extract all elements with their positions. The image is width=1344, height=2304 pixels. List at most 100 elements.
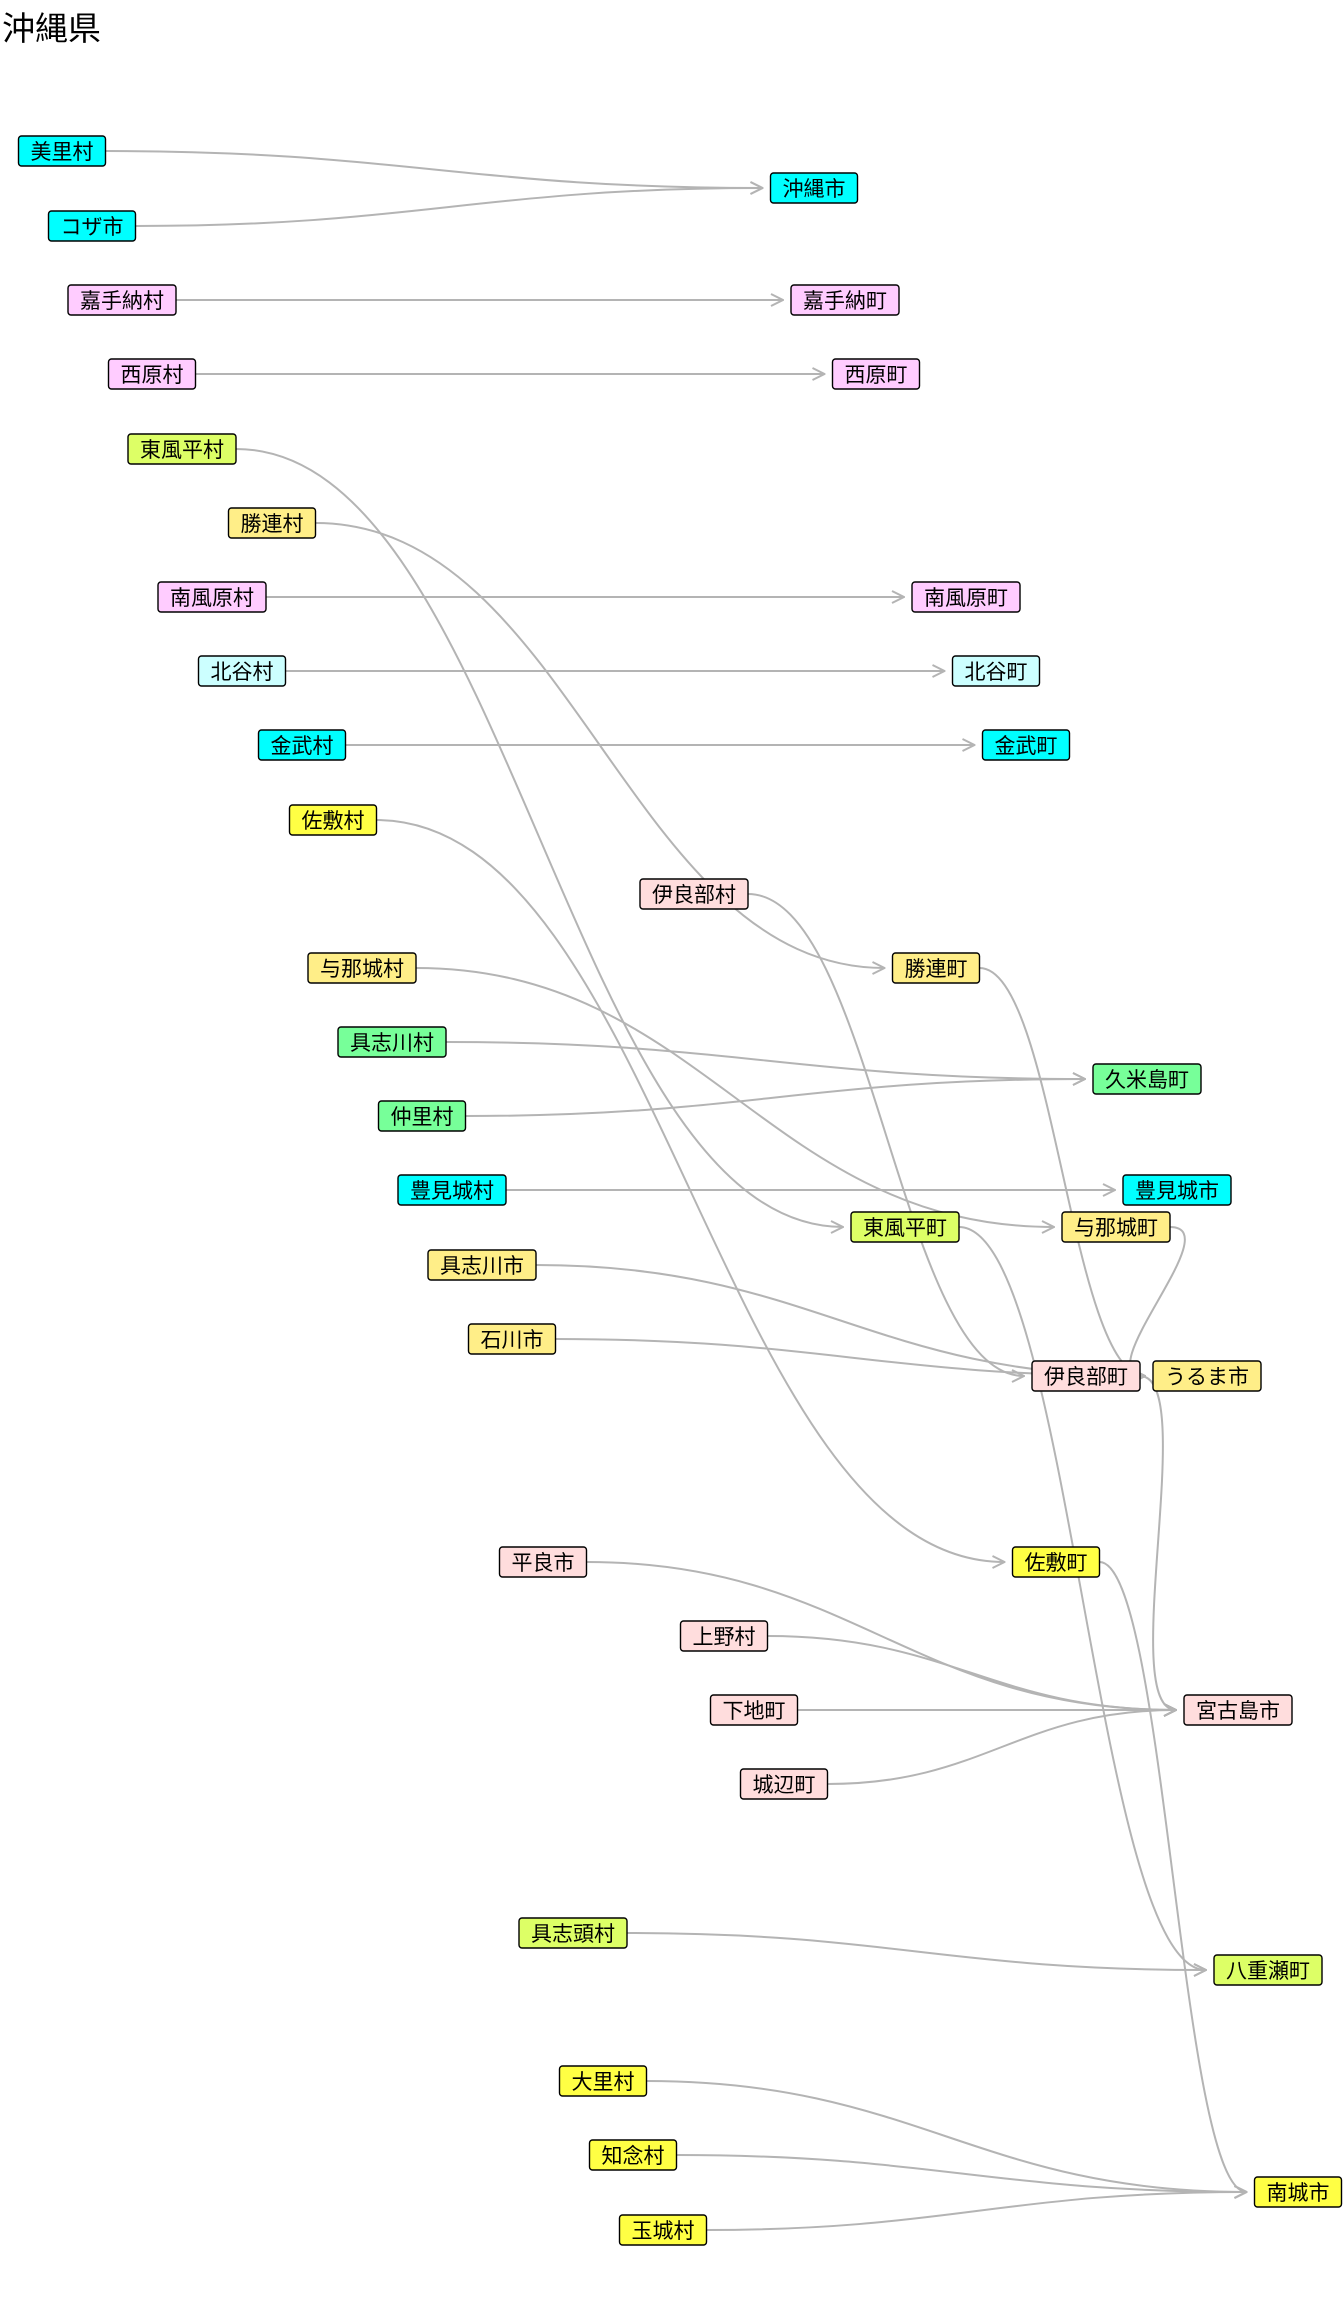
node-kumejima: 久米島町 [1092, 1063, 1202, 1095]
node-katsuren_v: 勝連村 [227, 507, 317, 539]
node-box [850, 1211, 960, 1243]
node-label: 東風平村 [140, 438, 224, 462]
edge-yonashiro_v-to-yonashiro_t [415, 967, 1054, 1227]
node-gushikami: 具志頭村 [518, 1917, 628, 1949]
node-label: 具志川市 [440, 1254, 524, 1278]
node-label: 伊良部町 [1044, 1365, 1128, 1389]
node-box [307, 952, 417, 984]
edge-yonashiro_t-to-uruma [1129, 1226, 1186, 1376]
node-label: 八重瀬町 [1226, 1959, 1310, 1983]
node-box [1092, 1063, 1202, 1095]
node-label: 城辺町 [753, 1773, 816, 1797]
node-box [47, 210, 137, 242]
node-gusukube: 城辺町 [739, 1768, 829, 1800]
node-nishihara_t: 西原町 [831, 358, 921, 390]
node-box [891, 952, 981, 984]
node-label: 与那城村 [320, 957, 404, 981]
node-irabu_t: 伊良部町 [1031, 1360, 1141, 1392]
node-kin_v: 金武村 [257, 729, 347, 761]
node-tomigusuku_v: 豊見城村 [397, 1174, 507, 1206]
node-label: 伊良部村 [652, 883, 736, 907]
node-box [377, 1100, 467, 1132]
node-box [518, 1917, 628, 1949]
node-box [831, 358, 921, 390]
edge-irabu_t-to-miyakojima [1139, 1375, 1176, 1710]
node-box [709, 1694, 799, 1726]
node-label: 勝連町 [905, 957, 968, 981]
node-label: 具志川村 [350, 1031, 434, 1055]
node-chatan_t: 北谷町 [951, 655, 1041, 687]
node-box [17, 135, 107, 167]
node-kadena_v: 嘉手納村 [67, 284, 177, 316]
node-label: うるま市 [1165, 1365, 1249, 1389]
edge-sashiki_t-to-nanjo [1099, 1561, 1247, 2192]
node-box [790, 284, 900, 316]
node-ueno: 上野村 [679, 1620, 769, 1652]
node-yaese: 八重瀬町 [1213, 1954, 1323, 1986]
edge-ueno-to-miyakojima [767, 1635, 1177, 1710]
node-box [467, 1323, 557, 1355]
node-label: 下地町 [723, 1699, 786, 1723]
edge-koza-to-okinawa [135, 188, 763, 227]
node-sashiki_v: 佐敷村 [288, 804, 378, 836]
node-box [107, 358, 197, 390]
node-yonashiro_t: 与那城町 [1061, 1211, 1171, 1243]
node-box [639, 878, 749, 910]
node-label: 豊見城市 [1135, 1179, 1219, 1203]
node-ozato: 大里村 [558, 2065, 648, 2097]
node-hirara: 平良市 [498, 1546, 588, 1578]
node-box [1213, 1954, 1323, 1986]
node-label: 北谷町 [965, 660, 1028, 684]
node-box [981, 729, 1071, 761]
node-label: 石川市 [481, 1328, 544, 1352]
edge-gushikawa_v-to-kumejima [445, 1041, 1085, 1079]
node-label: 久米島町 [1105, 1068, 1189, 1092]
node-label: 南風原町 [924, 586, 1008, 610]
node-layer: 美里村コザ市沖縄市嘉手納村嘉手納町西原村西原町東風平村勝連村南風原村南風原町北谷… [17, 135, 1343, 2246]
node-koza: コザ市 [47, 210, 137, 242]
node-label: 与那城町 [1074, 1216, 1158, 1240]
node-label: 西原村 [121, 363, 184, 387]
node-box [679, 1620, 769, 1652]
node-label: 佐敷村 [302, 809, 365, 833]
node-box [588, 2139, 678, 2171]
node-box [618, 2214, 708, 2246]
node-label: 北谷村 [211, 660, 274, 684]
node-label: コザ市 [61, 215, 124, 239]
node-irabu_v: 伊良部村 [639, 878, 749, 910]
edge-katsuren_t-to-uruma [979, 967, 1146, 1376]
node-label: 嘉手納村 [80, 289, 164, 313]
node-box [397, 1174, 507, 1206]
node-haebaru_v: 南風原村 [157, 581, 267, 613]
edge-layer [105, 150, 1247, 2231]
edge-hirara-to-miyakojima [586, 1561, 1177, 1710]
edge-tamagusuku-to-nanjo [706, 2192, 1247, 2231]
node-label: 宮古島市 [1196, 1699, 1280, 1723]
node-label: 金武町 [995, 734, 1058, 758]
node-label: 美里村 [31, 140, 94, 164]
node-miyakojima: 宮古島市 [1183, 1694, 1293, 1726]
node-label: 知念村 [602, 2144, 665, 2168]
node-box [739, 1768, 829, 1800]
node-label: 南城市 [1267, 2181, 1330, 2205]
node-chatan_v: 北谷村 [197, 655, 287, 687]
node-box [127, 433, 237, 465]
node-box [197, 655, 287, 687]
node-box [1253, 2176, 1343, 2208]
node-yonashiro_v: 与那城村 [307, 952, 417, 984]
node-box [227, 507, 317, 539]
edge-chinen-to-nanjo [676, 2154, 1247, 2192]
node-label: 上野村 [693, 1625, 756, 1649]
node-label: 南風原村 [170, 586, 254, 610]
node-label: 具志頭村 [531, 1922, 615, 1946]
node-nishihara_v: 西原村 [107, 358, 197, 390]
node-label: 佐敷町 [1025, 1551, 1088, 1575]
node-box [1031, 1360, 1141, 1392]
node-label: 西原町 [845, 363, 908, 387]
node-gushikawa_v: 具志川村 [337, 1026, 447, 1058]
node-box [911, 581, 1021, 613]
node-kin_t: 金武町 [981, 729, 1071, 761]
edge-katsuren_v-to-katsuren_t [315, 522, 885, 968]
node-misato: 美里村 [17, 135, 107, 167]
edge-gushikami-to-yaese [626, 1932, 1206, 1970]
